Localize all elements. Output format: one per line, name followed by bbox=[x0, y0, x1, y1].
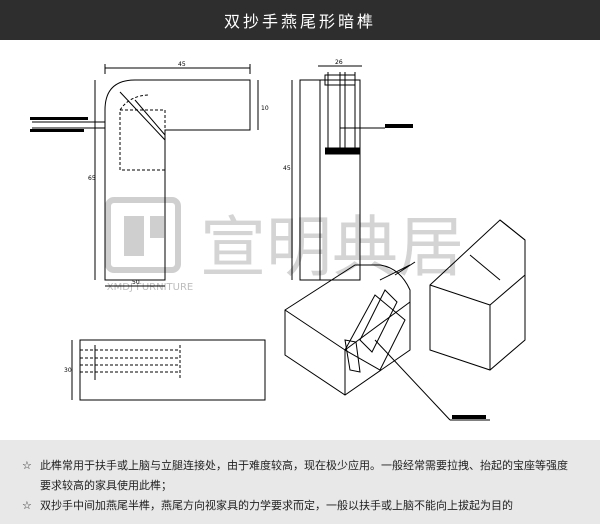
page-title: 双抄手燕尾形暗榫 bbox=[223, 12, 376, 31]
note-text: 此榫常用于扶手或上脑与立腿连接处，由于难度较高，现在极少应用。一般经常需要拉拽、… bbox=[40, 459, 568, 492]
front-view: 45 65 10 50 bbox=[30, 61, 269, 287]
technical-drawing: XMDJ FURNITURE 宣明典居 45 65 10 50 bbox=[0, 40, 600, 440]
dim-side-height: 45 bbox=[283, 165, 291, 172]
dim-left-height: 65 bbox=[88, 175, 96, 182]
dim-side-top: 26 bbox=[335, 59, 343, 66]
watermark: XMDJ FURNITURE 宣明典居 bbox=[105, 197, 464, 293]
star-icon: ☆ bbox=[22, 459, 32, 472]
dim-top-width: 45 bbox=[178, 61, 186, 68]
leader-line bbox=[374, 339, 490, 421]
plan-view: 30 bbox=[64, 339, 266, 401]
note-item: ☆ 双抄手中间加燕尾半榫，燕尾方向视家具的力学要求而定，一般以扶手或上脑不能向上… bbox=[22, 496, 578, 516]
watermark-logo-icon bbox=[105, 197, 181, 273]
joint-drawing-svg: XMDJ FURNITURE 宣明典居 45 65 10 50 bbox=[30, 59, 526, 421]
star-icon: ☆ bbox=[22, 499, 32, 512]
notes-panel: ☆ 此榫常用于扶手或上脑与立腿连接处，由于难度较高，现在极少应用。一般经常需要拉… bbox=[0, 440, 600, 524]
dim-bottom-width: 50 bbox=[132, 279, 140, 286]
iso-right-piece bbox=[429, 219, 526, 371]
watermark-logo-text: 宣明典居 bbox=[200, 209, 464, 286]
dim-right-height: 10 bbox=[261, 105, 269, 112]
page-header: 双抄手燕尾形暗榫 bbox=[0, 0, 600, 40]
side-view: 26 45 bbox=[283, 59, 413, 281]
dim-plan-height: 30 bbox=[64, 367, 72, 374]
iso-left-piece bbox=[284, 261, 416, 396]
note-text: 双抄手中间加燕尾半榫，燕尾方向视家具的力学要求而定，一般以扶手或上脑不能向上拔起… bbox=[40, 499, 513, 512]
watermark-brand-text: XMDJ FURNITURE bbox=[107, 282, 193, 293]
note-item: ☆ 此榫常用于扶手或上脑与立腿连接处，由于难度较高，现在极少应用。一般经常需要拉… bbox=[22, 456, 578, 496]
